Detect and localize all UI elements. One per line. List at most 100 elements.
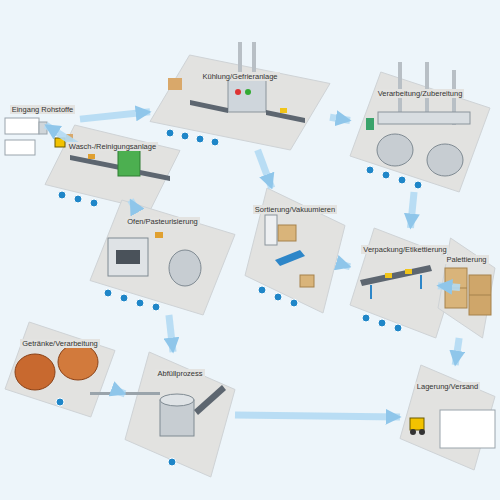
station-area: Abfüllprozess [125,352,235,477]
storage-station [410,410,495,448]
beverage-station [15,344,160,395]
platform [45,125,180,210]
station-label: Wasch-/Reinigungsanlage [67,142,158,151]
truck [5,140,35,155]
station-label: Verarbeitung/Zubereitung [376,89,465,98]
processing-station [366,62,470,176]
category-icon [56,398,64,406]
platform [400,365,495,470]
tank [377,134,413,166]
forklift [410,418,424,430]
cooling-station [168,42,305,123]
control-light [235,89,241,95]
category-icon [290,299,298,307]
pallet-station [445,268,491,315]
flow-band [80,112,150,119]
station-label: Ofen/Pasteurisierung [125,217,199,226]
conveyor [275,250,305,266]
category-icons [56,129,422,466]
category-icon [274,293,282,301]
oven-station [108,232,201,286]
category-icon [104,289,112,297]
conveyor [190,100,228,113]
copper-kettle [58,344,98,380]
oven [108,238,148,276]
platform [125,352,235,477]
product [88,154,95,159]
station-area: Verarbeitung/Zubereitung [350,72,490,192]
product [405,269,412,274]
station-area: Verpackung/Etikettierung [350,228,460,338]
category-icon [196,135,204,143]
conveyor-leg [420,275,422,289]
conveyor [70,155,120,170]
platform [90,200,235,315]
station-label: Getränke/Verarbeitung [20,339,99,348]
station-area: Getränke/Verarbeitung [5,322,115,417]
flow-band [330,117,350,120]
control-light [245,89,251,95]
category-icon [74,195,82,203]
station-label: Verpackung/Etikettierung [361,245,448,254]
category-icon [152,303,160,311]
sorter-frame [265,215,277,245]
category-icon [90,199,98,207]
product [280,108,287,113]
flow-band [115,390,125,394]
conveyor-leg [370,285,372,299]
flow-band [345,265,350,266]
station-area: Ofen/Pasteurisierung [90,200,235,315]
washer [118,150,140,176]
box-stack [469,275,491,315]
oven-window [116,250,140,264]
worker-cart [168,78,182,90]
box [300,275,314,287]
flow-band [169,315,173,352]
conveyor [140,170,170,181]
category-icon [168,458,176,466]
flow-band [455,338,459,365]
flow-band [438,286,460,288]
category-icon [258,286,266,294]
category-icon [378,319,386,327]
station-area: Kühlung/Gefrieranlage [150,55,330,150]
platform [245,188,345,313]
product [155,232,163,238]
station-area: Palettierung [438,238,495,338]
station-label: Abfüllprozess [155,369,204,378]
category-icon [166,129,174,137]
truck [5,118,39,134]
category-icon [211,138,219,146]
product [385,273,392,278]
wheel [410,429,416,435]
platforms [5,55,495,477]
freezer-cabinet [228,80,266,112]
category-icon [366,166,374,174]
category-icon [181,132,189,140]
kettle [169,250,201,286]
flow-band [235,415,400,417]
station-area: Wasch-/Reinigungsanlage [45,125,180,210]
category-icon [58,191,66,199]
washing-station [70,150,170,181]
filling-station [160,385,226,436]
category-icon [362,314,370,322]
box [278,225,296,241]
station-label: Kühlung/Gefrieranlage [200,72,279,81]
category-icon [382,171,390,179]
platform [5,322,115,417]
filler-top [160,394,194,406]
tank [427,144,463,176]
station-label: Eingang Rohstoffe [10,105,76,114]
station-area: Lagerung/Versand [400,365,495,470]
flow-band [410,192,414,228]
flow-band [258,150,272,188]
conveyor [194,385,226,415]
copper-kettle [15,354,55,390]
flow-band [131,200,137,210]
platform [350,228,460,338]
control-panel [366,118,374,130]
category-icon [414,181,422,189]
box-seam [469,295,491,296]
